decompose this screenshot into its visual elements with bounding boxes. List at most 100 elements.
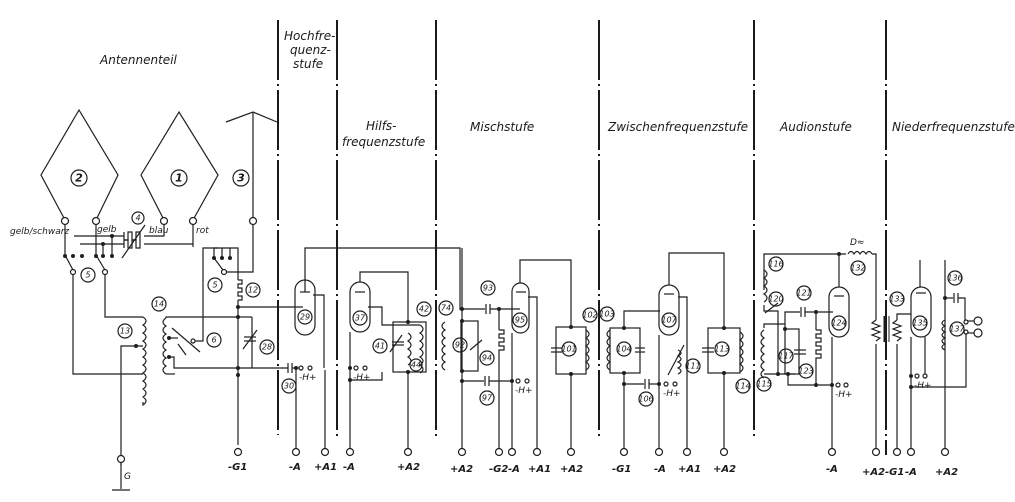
terminal-post xyxy=(494,447,504,457)
terminal-post xyxy=(892,447,902,457)
wire xyxy=(202,247,218,258)
coil-13 xyxy=(141,316,147,407)
antenna-section: 2 1 3 gelb/schwarz gelb blau rot 4 xyxy=(10,108,278,491)
wire xyxy=(350,372,383,381)
stage-title-audion: Audionstufe xyxy=(779,120,852,134)
inductor-12 xyxy=(237,279,243,301)
anode-wire xyxy=(359,271,409,322)
coil-103 xyxy=(606,329,612,371)
number-circle xyxy=(170,169,188,187)
terminal-label: +A1 xyxy=(528,464,551,475)
component-number: 124 xyxy=(831,319,846,328)
component-number: 121 xyxy=(796,289,811,298)
wire-label-gelb: gelb xyxy=(97,225,117,235)
component-number: 4 xyxy=(135,214,140,223)
component-number: 14 xyxy=(154,300,164,309)
number-circle xyxy=(756,376,772,392)
terminal-label: -A xyxy=(508,464,520,475)
number-circle xyxy=(117,323,133,339)
anode-wire xyxy=(668,252,725,328)
terminal-label: -A xyxy=(826,464,838,475)
number-circle xyxy=(798,363,814,379)
wire-label-rot: rot xyxy=(196,226,209,236)
heater-post xyxy=(672,381,678,387)
component-number: 37 xyxy=(355,314,366,323)
terminal-post xyxy=(682,447,692,457)
component-number: 102 xyxy=(582,311,597,320)
terminal-post xyxy=(248,216,258,226)
wire xyxy=(120,345,143,465)
terminal-label: -A xyxy=(905,467,917,478)
tank-circuit-box xyxy=(784,328,800,375)
rod-antenna-3 xyxy=(225,111,278,123)
wire xyxy=(528,296,538,448)
stage-dividers xyxy=(277,20,887,455)
component-number: 104 xyxy=(616,345,631,354)
heater-post xyxy=(353,365,359,371)
wire-label-gelb-schwarz: gelb/schwarz xyxy=(10,227,69,237)
wire-label-blau: blau xyxy=(149,226,169,236)
number-circle xyxy=(831,315,847,331)
switch-contact xyxy=(94,254,98,258)
number-circle xyxy=(151,296,167,312)
number-circle xyxy=(768,291,784,307)
adjust-arrow xyxy=(667,344,685,376)
coil-116 xyxy=(762,269,768,303)
tube-95 xyxy=(511,282,530,334)
headphone-jack[interactable] xyxy=(973,328,983,338)
terminal-label: +A2 xyxy=(397,462,420,473)
wire xyxy=(896,313,911,320)
heater-post xyxy=(307,365,313,371)
stage-title-if: Zwischenfrequenzstufe xyxy=(607,120,748,134)
number-circle xyxy=(479,350,495,366)
component-number: 111 xyxy=(685,362,700,371)
junction-dot xyxy=(814,383,818,387)
lf-stage: 133 135 136 137 -H+ +A2 xyxy=(862,260,983,478)
heater-post xyxy=(914,373,920,379)
output-post xyxy=(963,329,969,335)
adjust-arrow xyxy=(389,334,403,353)
adjust-arrow xyxy=(242,329,258,350)
terminal-label: +A2 xyxy=(862,467,885,478)
number-circle xyxy=(714,341,730,357)
coil-102 xyxy=(584,329,590,371)
component-number: 3 xyxy=(237,172,245,185)
terminal-post xyxy=(291,447,301,457)
component-number: 93 xyxy=(483,284,493,293)
terminal-post xyxy=(116,454,126,464)
switch-6-blade xyxy=(171,327,201,353)
component-number: 114 xyxy=(735,382,750,391)
junction-dot xyxy=(167,355,171,359)
wire xyxy=(213,247,239,260)
junction-dot xyxy=(622,326,626,330)
component-number: 5 xyxy=(212,281,217,290)
number-circle xyxy=(512,312,528,328)
component-number: 136 xyxy=(947,274,962,283)
heater-post xyxy=(922,373,928,379)
number-circle xyxy=(259,339,275,355)
wire xyxy=(226,225,254,273)
switch-contact xyxy=(71,254,75,258)
stage-title-antenna: Antennenteil xyxy=(99,53,178,67)
number-circle xyxy=(616,341,632,357)
heater-label: -H+ xyxy=(914,381,932,391)
coil-115 xyxy=(760,329,766,379)
number-circle xyxy=(685,358,701,374)
terminal-post xyxy=(159,216,169,226)
switch-pivot xyxy=(101,268,109,276)
number-circle xyxy=(661,312,677,328)
switch-blade xyxy=(95,254,106,271)
choke-132 xyxy=(847,250,873,256)
terminal-post xyxy=(60,216,70,226)
wire xyxy=(72,275,143,375)
headphone-jack[interactable] xyxy=(973,316,983,326)
terminal-label: -G1 xyxy=(885,467,904,478)
component-number: 5 xyxy=(85,271,90,280)
component-number: 97 xyxy=(482,394,493,403)
number-circle xyxy=(352,310,368,326)
switch-blade xyxy=(213,257,224,271)
component-number: 1 xyxy=(175,172,183,185)
heater-post xyxy=(843,382,849,388)
wire xyxy=(911,334,967,388)
junction-dot xyxy=(776,372,780,376)
